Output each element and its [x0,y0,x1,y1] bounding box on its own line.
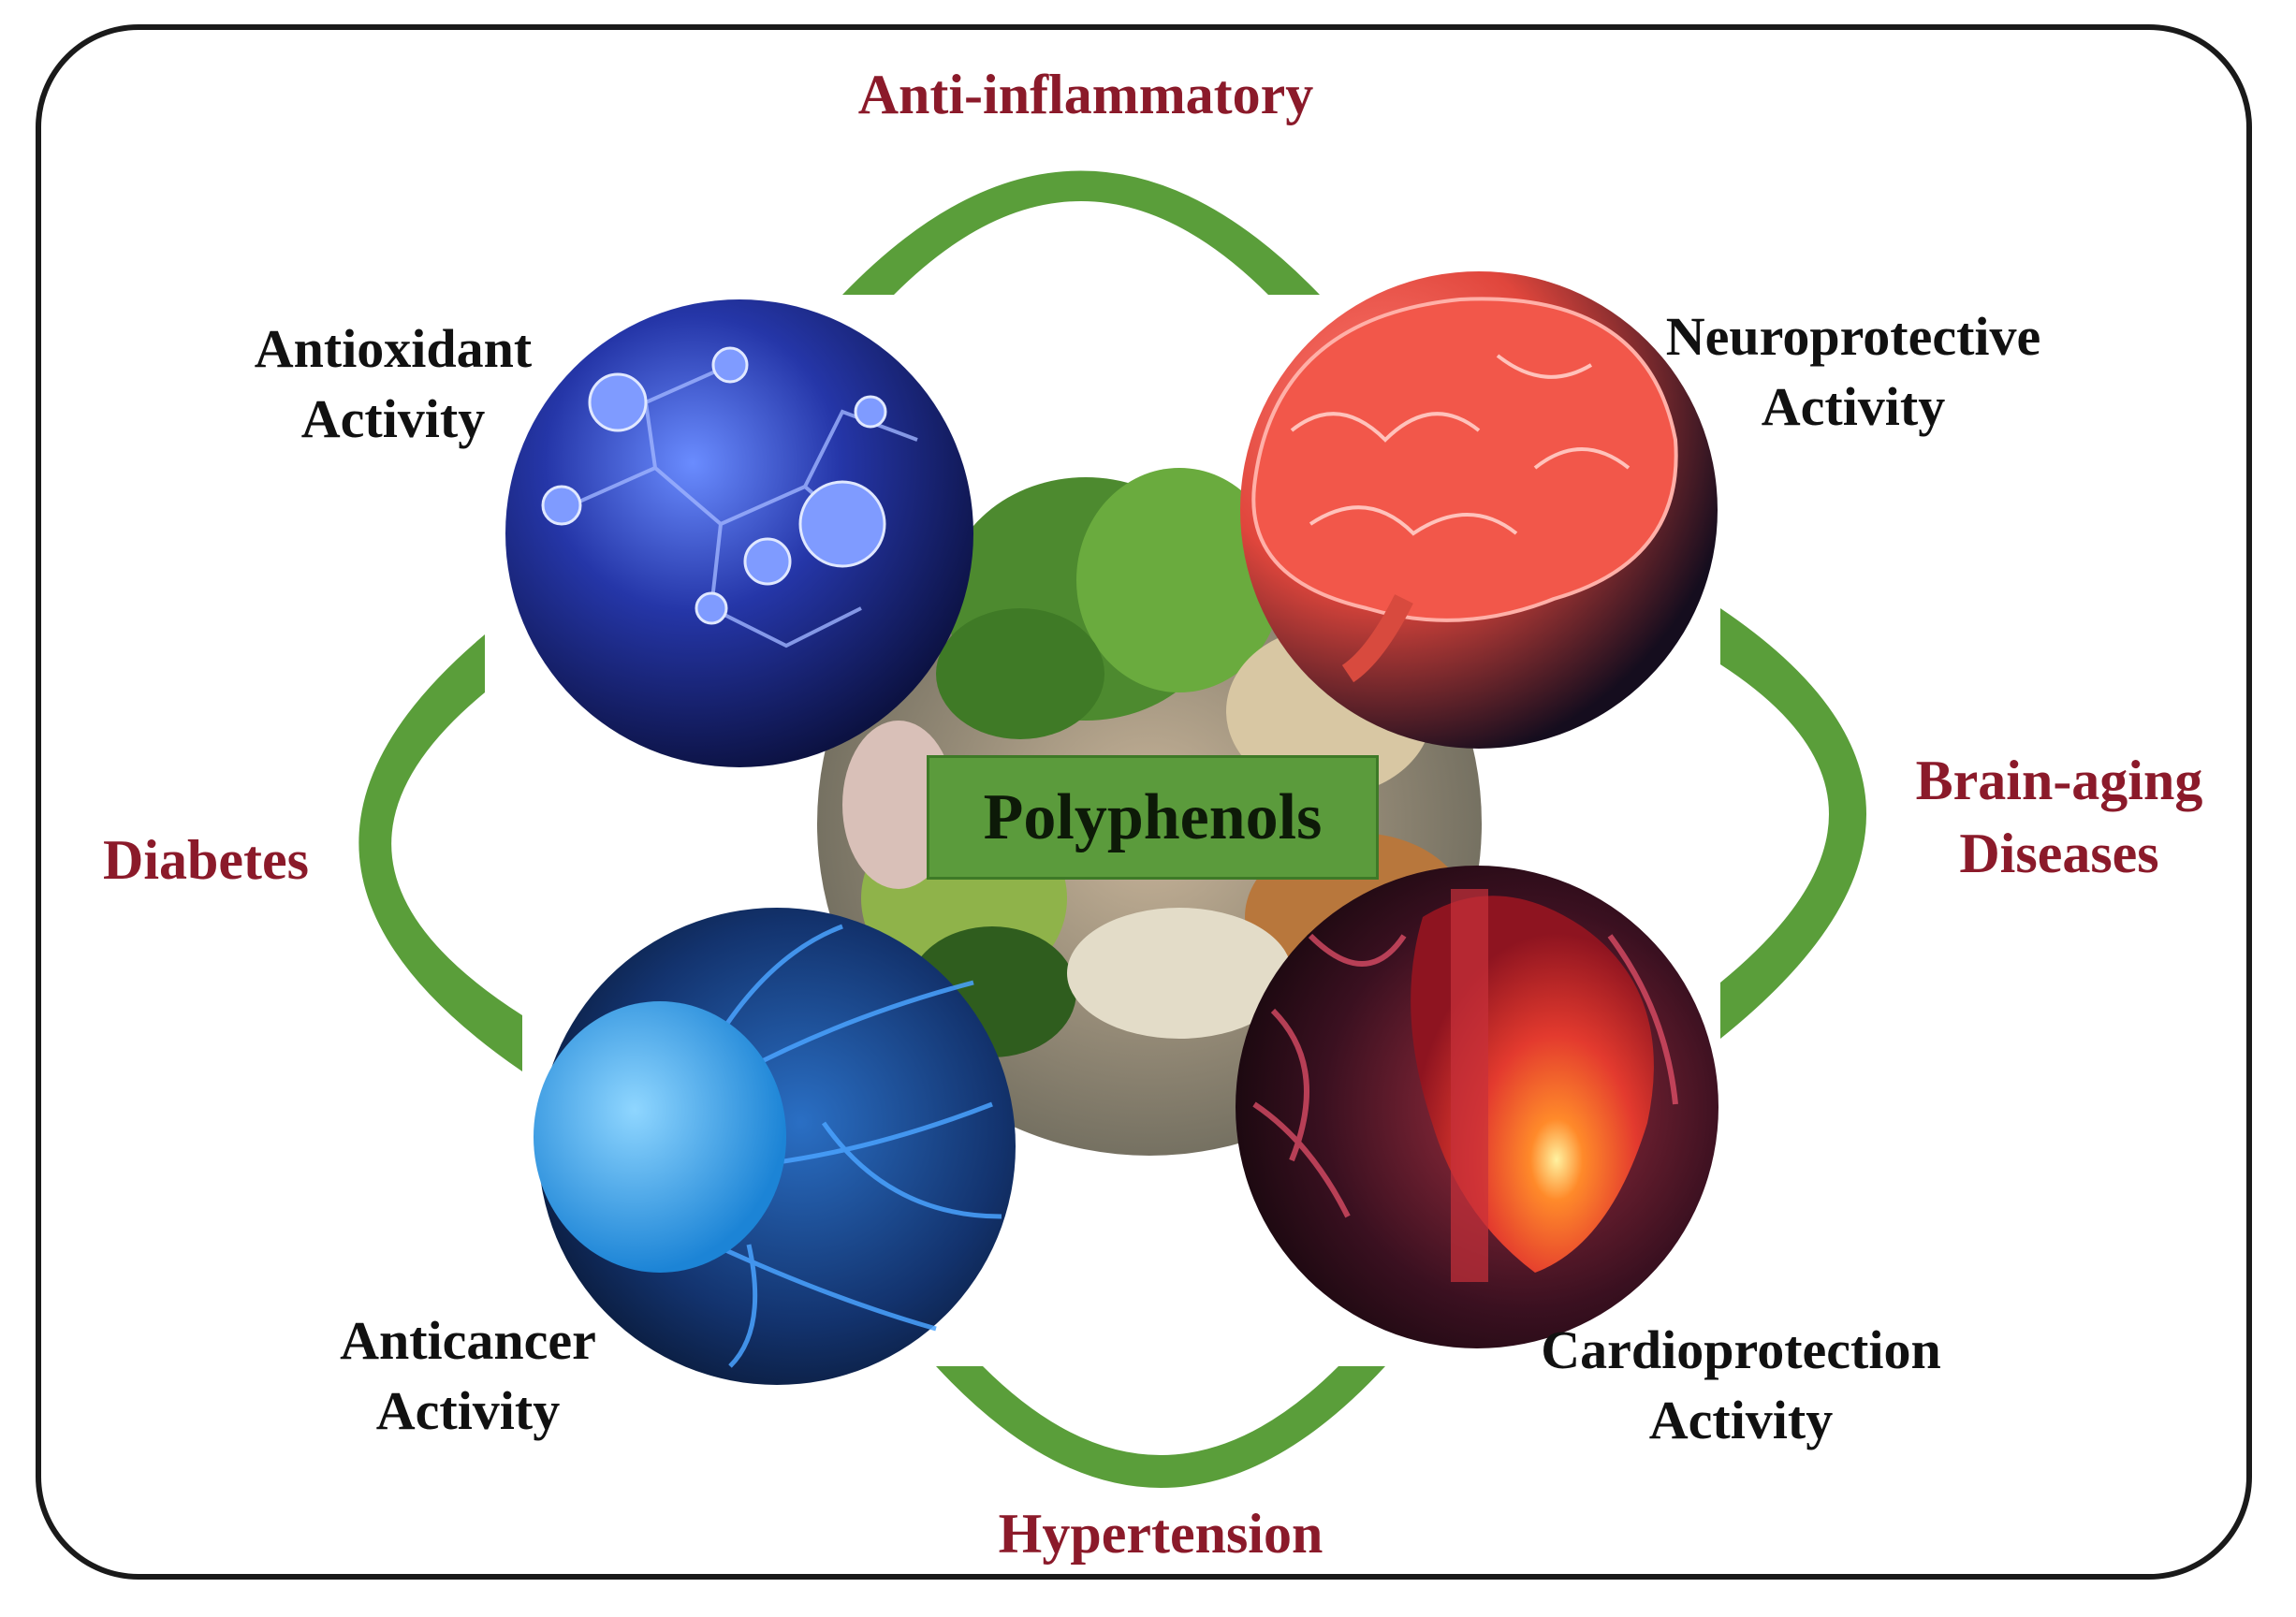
arc-left [358,634,522,1071]
antioxidant-label-line2: Activity [300,388,486,450]
arc-top [842,170,1320,295]
anticancer-label-line1: Anticancer [340,1310,596,1371]
antioxidant-label-line1: Antioxidant [254,318,533,379]
cardioprotection-label-line1: Cardioprotection [1541,1319,1941,1380]
polyphenols-label: Polyphenols [983,780,1323,853]
cancer-cell-sphere-icon [534,908,1016,1385]
brain-aging-label-line2: Diseases [1959,823,2159,884]
cardioprotection-label-line2: Activity [1648,1390,1834,1451]
neuroprotective-label: Neuroprotective Activity [1629,301,2078,443]
diabetes-label: Diabetes [75,823,337,896]
hypertension-label-line1: Hypertension [998,1503,1323,1565]
brain-sphere-icon [1240,271,1718,749]
diabetes-label-line1: Diabetes [103,829,309,891]
antioxidant-label: Antioxidant Activity [225,313,562,455]
neuroprotective-label-line1: Neuroprotective [1665,306,2041,367]
polyphenols-box: Polyphenols [927,755,1379,880]
anticancer-label: Anticancer Activity [300,1305,636,1447]
brain-aging-label-line1: Brain-aging [1915,750,2203,811]
heart-sphere-icon [1236,866,1718,1348]
anticancer-label-line2: Activity [375,1380,561,1442]
molecule-sphere-icon [505,299,973,767]
arc-right [1720,608,1866,1039]
anti-inflammatory-label: Anti-inflammatory [786,58,1385,131]
brain-aging-diseases-label: Brain-aging Diseases [1881,744,2237,890]
hypertension-label: Hypertension [945,1497,1376,1570]
arc-bottom [936,1366,1385,1488]
neuroprotective-label-line2: Activity [1761,376,1946,438]
anti-inflammatory-label-line1: Anti-inflammatory [857,64,1314,125]
cardioprotection-label: Cardioprotection Activity [1498,1315,1984,1456]
